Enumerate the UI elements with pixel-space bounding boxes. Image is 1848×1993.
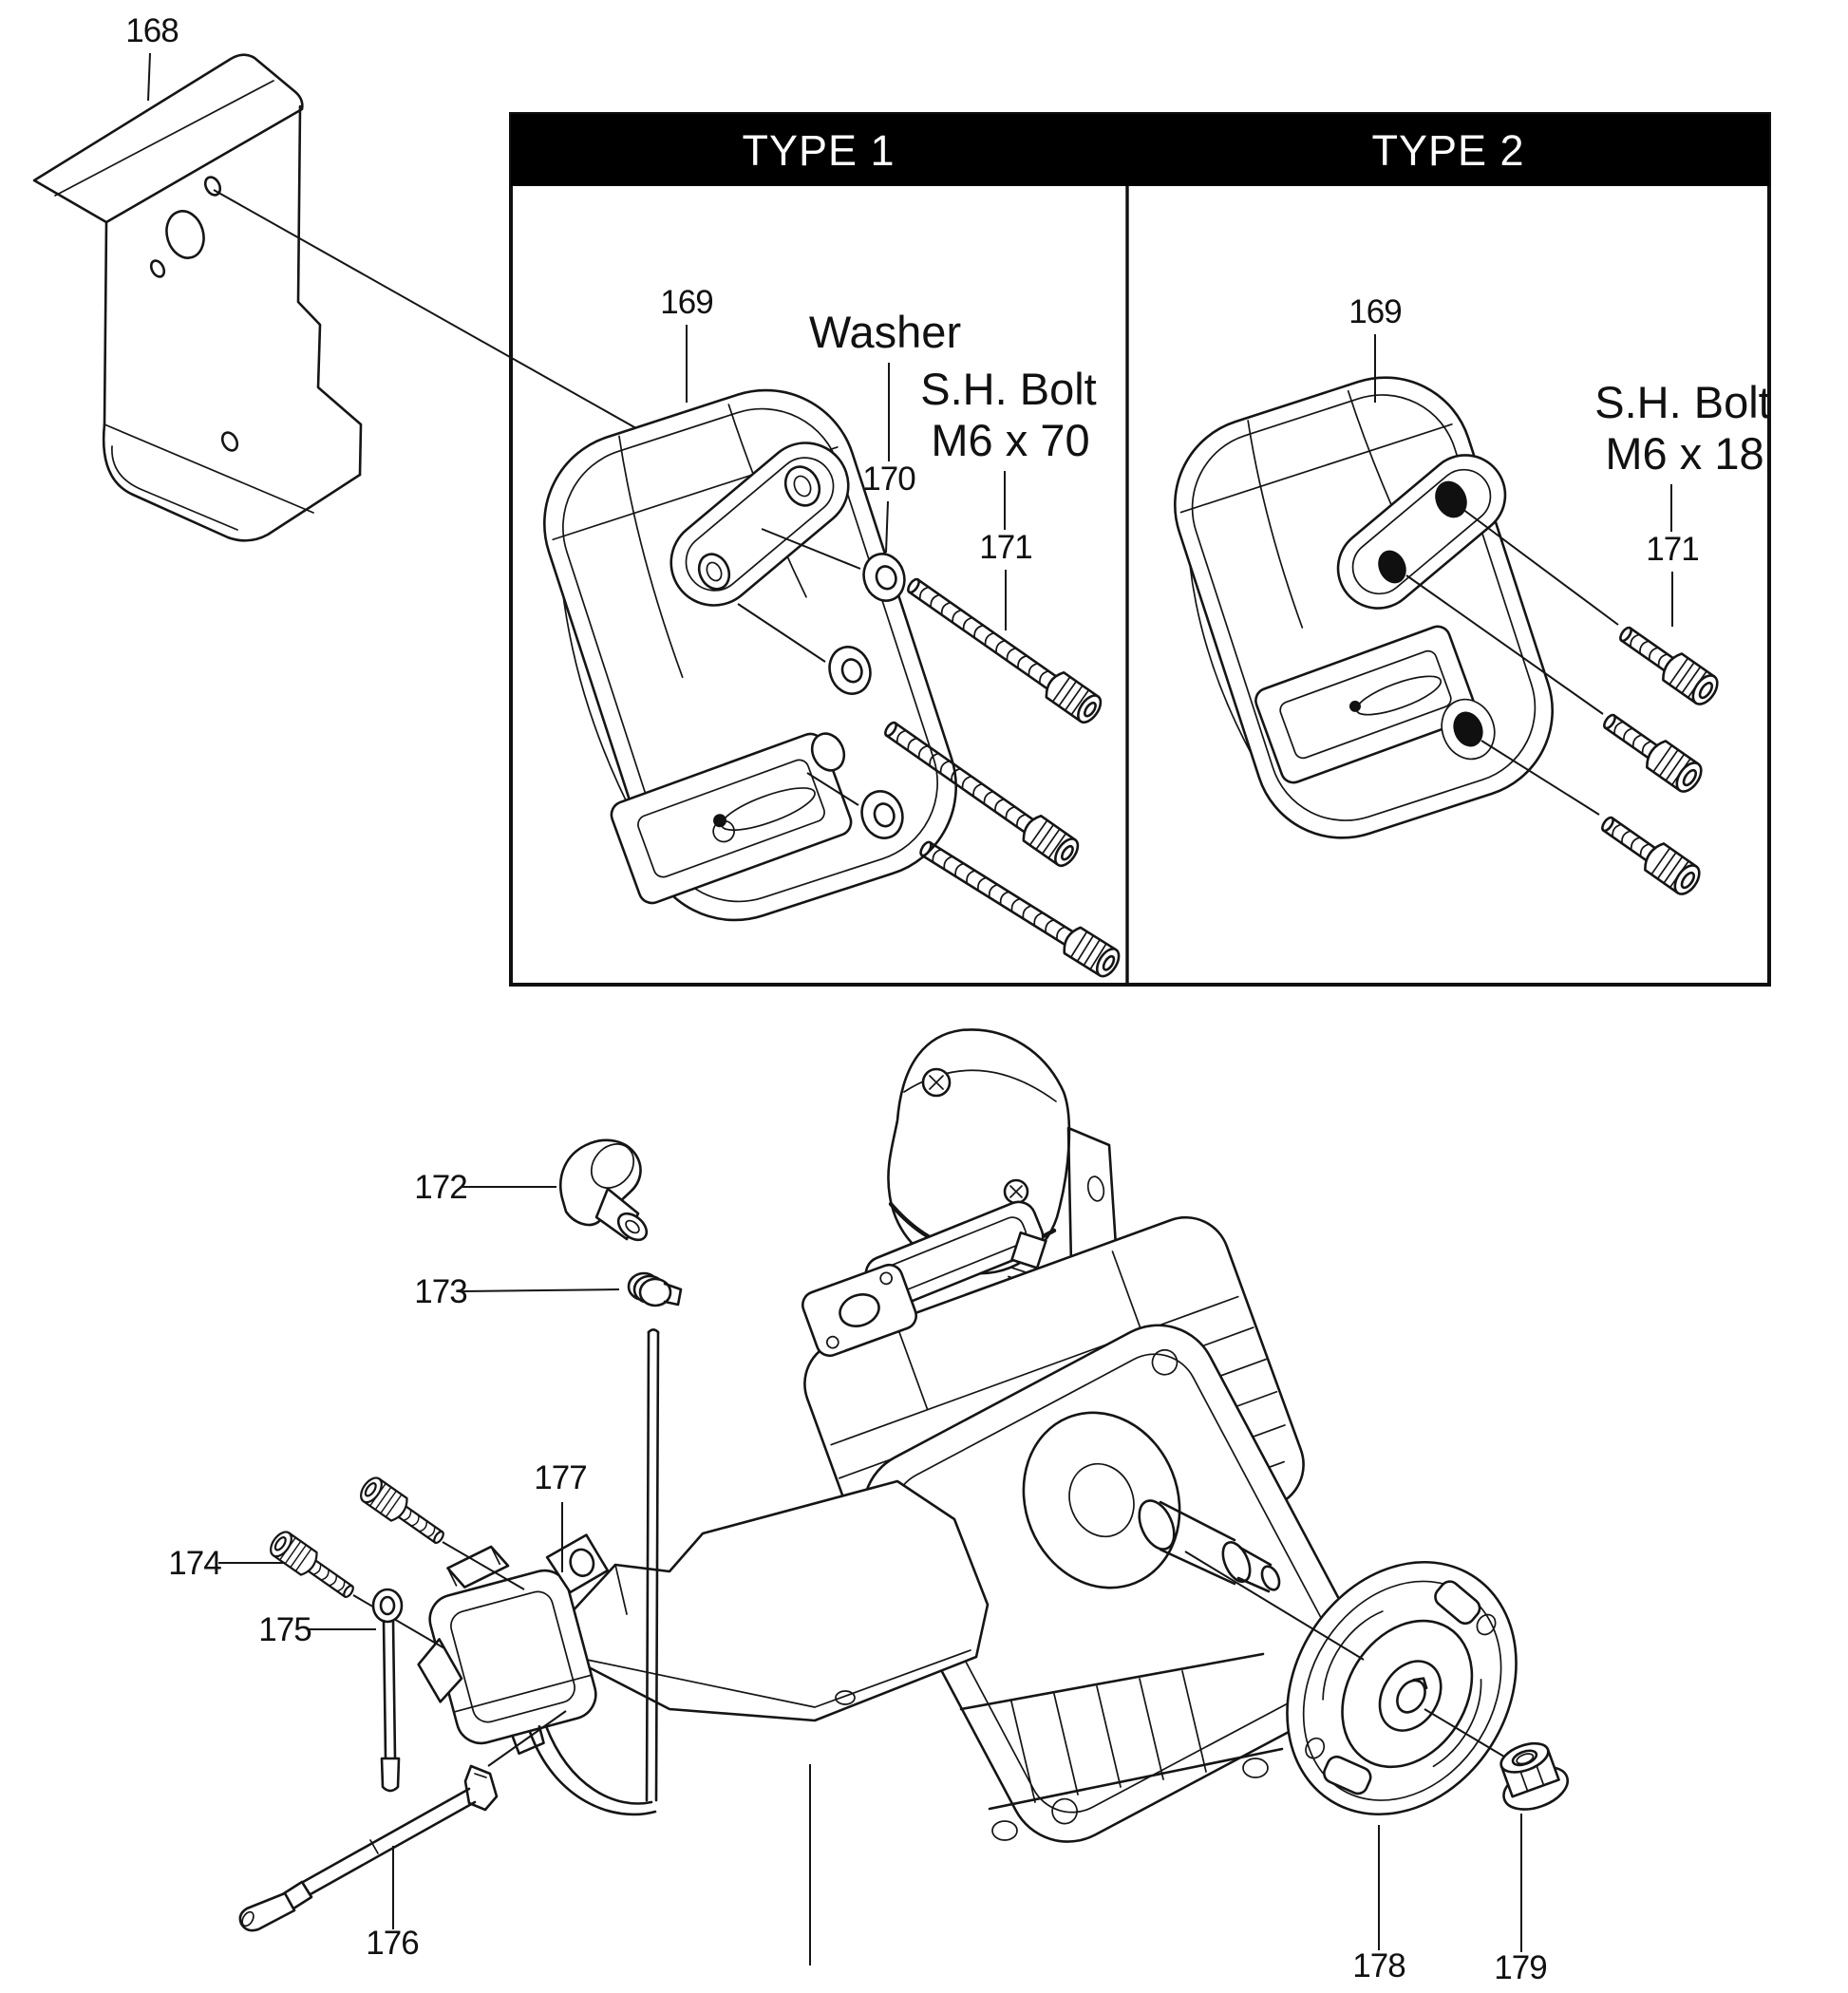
leader-crank-to-flywheel	[1184, 1551, 1365, 1661]
type2-muffler-drawing	[1174, 376, 1554, 839]
ignition-coil-177-drawing	[417, 1533, 657, 1816]
label-170: 170	[862, 461, 915, 498]
coil-bolt-174-a	[265, 1527, 361, 1606]
leader-173	[461, 1288, 620, 1292]
ground-rod-175-drawing	[371, 1588, 404, 1793]
label-washer: Washer	[809, 307, 961, 357]
label-169-type1: 169	[660, 284, 712, 321]
leader-key-to-nut	[1424, 1708, 1505, 1758]
tab-type1: TYPE 1	[742, 126, 895, 175]
label-177: 177	[534, 1459, 586, 1496]
label-172: 172	[414, 1169, 466, 1206]
label-175: 175	[258, 1611, 311, 1648]
leader-168	[147, 52, 151, 102]
leader-hole2-washer2	[737, 603, 826, 663]
leader-bolt-to-coil	[442, 1541, 525, 1590]
type-header-bar	[511, 114, 1769, 186]
label-171-type2: 171	[1646, 531, 1698, 568]
leader-bolt-to-ring	[352, 1594, 445, 1649]
leader-bracket-to-muffler	[213, 189, 681, 454]
label-m6x18: M6 x 18	[1605, 428, 1763, 479]
label-168: 168	[125, 12, 178, 49]
engine-assembly-drawing	[568, 1028, 1364, 1843]
tab-type2: TYPE 2	[1371, 126, 1524, 175]
leader-t2-hole2	[1405, 574, 1604, 715]
spring-173-drawing	[627, 1271, 683, 1307]
bolt-m6x18-3	[1593, 807, 1706, 900]
leader-hole1-washer1	[761, 528, 861, 570]
bolt-m6x70-3	[913, 833, 1125, 982]
lead-wire-176-drawing	[238, 1764, 499, 1932]
bolt-m6x18-1	[1612, 617, 1724, 710]
label-178: 178	[1352, 1947, 1405, 1984]
coil-bolt-174-b	[355, 1473, 451, 1551]
flange-nut-179-drawing	[1499, 1741, 1569, 1811]
plug-cap-172-drawing	[559, 1138, 649, 1242]
label-169-type2: 169	[1348, 293, 1401, 330]
leader-hole3-washer3	[806, 772, 859, 806]
label-176: 176	[366, 1925, 418, 1962]
high-tension-lead-tube	[645, 1328, 660, 1802]
label-m6x70: M6 x 70	[931, 415, 1089, 465]
leader-t2-hole3	[1480, 740, 1600, 816]
bolt-m6x18-2	[1595, 705, 1707, 798]
label-sh-bolt-type2: S.H. Bolt	[1594, 377, 1770, 427]
bracket-168-drawing	[32, 53, 363, 542]
flywheel-178-drawing	[1286, 1560, 1518, 1816]
leader-t2-hole1	[1461, 508, 1619, 626]
leader-wire-to-coil	[487, 1710, 567, 1767]
leader-170	[885, 500, 889, 554]
label-sh-bolt-type1: S.H. Bolt	[920, 364, 1096, 414]
label-179: 179	[1494, 1949, 1546, 1986]
type-comparison-box: TYPE 1 TYPE 2	[509, 112, 1771, 987]
label-174: 174	[168, 1545, 221, 1582]
label-173: 173	[414, 1273, 466, 1310]
label-171-type1: 171	[979, 529, 1031, 566]
type1-muffler-drawing	[543, 388, 957, 922]
